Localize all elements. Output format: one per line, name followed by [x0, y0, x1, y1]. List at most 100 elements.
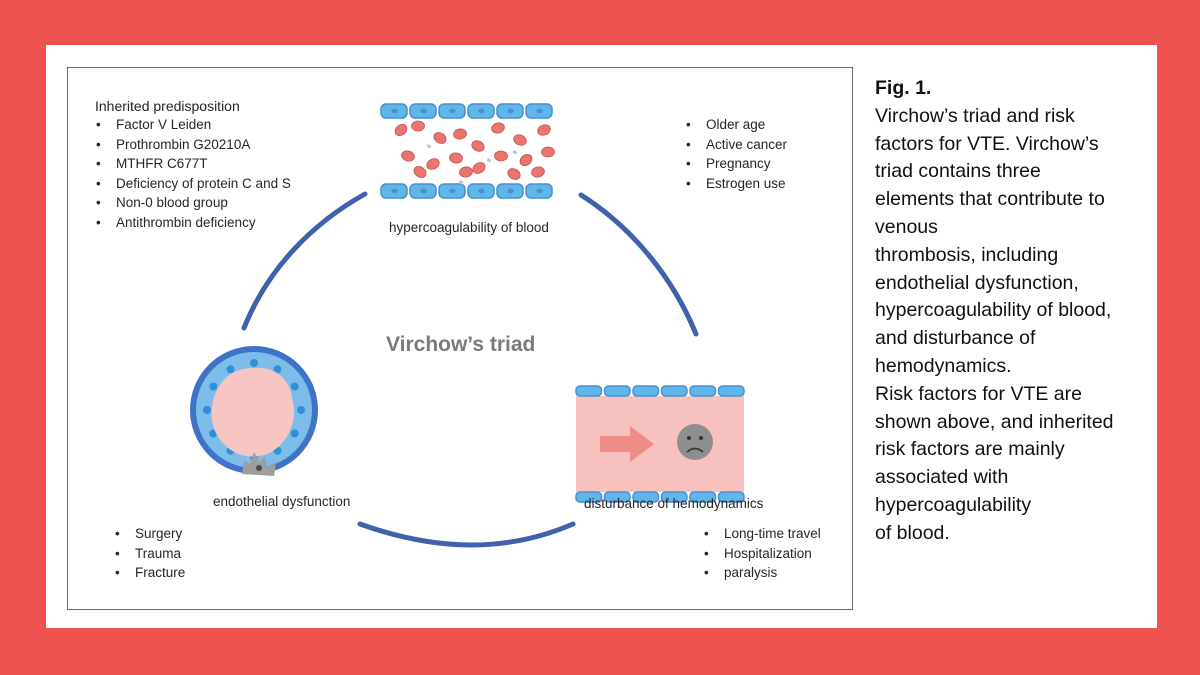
list-item: Surgery — [114, 524, 185, 544]
cell-nucleus — [507, 188, 514, 194]
red-blood-cell — [459, 166, 473, 178]
caption-line: of blood. — [875, 521, 950, 544]
list-item: Non-0 blood group — [95, 193, 291, 213]
vessel-cross-section-icon — [190, 346, 318, 476]
figure-caption: Fig. 1. Virchow’s triad and risk factors… — [875, 75, 1150, 548]
red-blood-cell — [507, 168, 521, 180]
list-item: Estrogen use — [685, 174, 787, 194]
cell-nucleus — [203, 406, 211, 414]
red-blood-cell — [537, 124, 551, 136]
platelet — [512, 149, 518, 155]
red-blood-cell — [401, 150, 415, 162]
red-blood-cell — [433, 132, 447, 144]
cell-nucleus — [536, 108, 543, 114]
arc-left-to-top — [241, 191, 368, 331]
cell-nucleus — [290, 429, 299, 438]
red-blood-cell — [449, 152, 463, 164]
vessel-cell — [689, 491, 717, 503]
cell-nucleus — [449, 108, 456, 114]
list-item: Hospitalization — [703, 544, 821, 564]
vessel-wall-upper — [380, 103, 553, 119]
list-item: Trauma — [114, 544, 185, 564]
red-blood-cell — [471, 140, 485, 152]
list-item: Prothrombin G20210A — [95, 135, 291, 155]
sad-face-icon — [677, 424, 713, 460]
vessel-cell — [603, 491, 631, 503]
cell-nucleus — [420, 188, 427, 194]
flow-arrow-icon — [600, 426, 654, 462]
list-item: Factor V Leiden — [95, 115, 291, 135]
vessel-wall-upper — [575, 385, 745, 397]
cell-nucleus — [391, 108, 398, 114]
diagram-frame: Inherited predisposition Factor V Leiden… — [67, 67, 853, 610]
caption-line: hypercoagulability — [875, 493, 1032, 516]
node-label-endothelial-dysfunction: endothelial dysfunction — [213, 494, 351, 509]
acquired-factors-list-bottom-right: Long-time travel Hospitalization paralys… — [703, 524, 821, 583]
cell-nucleus — [478, 108, 485, 114]
platelet — [458, 179, 464, 185]
virchow-triad-diagram — [190, 103, 745, 548]
caption-line: Risk factors for VTE are — [875, 382, 1082, 405]
red-blood-cells — [394, 120, 555, 180]
caption-line: venous — [875, 215, 938, 238]
damaged-cell-icon — [242, 452, 276, 476]
list-item: Antithrombin deficiency — [95, 213, 291, 233]
cell-nucleus — [536, 188, 543, 194]
vessel-lumen — [211, 367, 294, 457]
caption-line: hypercoagulability of blood, — [875, 299, 1112, 322]
platelet — [426, 144, 432, 149]
inherited-predisposition-list: Inherited predisposition Factor V Leiden… — [95, 98, 291, 232]
caption-heading: Fig. 1. — [875, 77, 932, 99]
list-item: Active cancer — [685, 135, 787, 155]
vessel-cell — [660, 385, 688, 397]
blood-flow-vessel-icon — [575, 385, 745, 503]
red-blood-cell — [541, 146, 555, 158]
vessel-cell — [603, 385, 631, 397]
inherited-title: Inherited predisposition — [95, 98, 240, 114]
caption-line: and disturbance of — [875, 327, 1036, 350]
list-item: MTHFR C677T — [95, 154, 291, 174]
red-blood-cell — [531, 166, 545, 178]
caption-line: thrombosis, including — [875, 243, 1059, 266]
acquired-factors-list-bottom-left: Surgery Trauma Fracture — [114, 524, 185, 583]
list-item: Deficiency of protein C and S — [95, 174, 291, 194]
caption-line: associated with — [875, 466, 1009, 489]
red-blood-cell — [491, 122, 505, 134]
red-blood-cell — [453, 128, 467, 140]
cell-nucleus — [273, 365, 282, 374]
caption-line: elements that contribute to — [875, 188, 1105, 211]
vessel-wall-lower — [380, 183, 553, 199]
red-blood-cell — [411, 120, 425, 132]
list-item: Fracture — [114, 563, 185, 583]
red-blood-cell — [494, 150, 508, 162]
diagram-center-title: Virchow’s triad — [386, 333, 536, 356]
caption-line: triad contains three — [875, 160, 1041, 183]
triad-arcs — [241, 191, 699, 548]
caption-line: Virchow’s triad and risk — [875, 104, 1075, 127]
cell-nucleus — [297, 406, 305, 414]
vessel-cell — [632, 385, 660, 397]
red-blood-cell — [413, 166, 427, 178]
red-blood-cell — [513, 134, 527, 146]
caption-line: risk factors are mainly — [875, 438, 1065, 461]
platelet — [486, 157, 492, 163]
cell-nucleus — [391, 188, 398, 194]
arc-left-to-right — [357, 521, 576, 548]
cell-nucleus — [420, 108, 427, 114]
cell-nucleus — [290, 382, 299, 391]
node-label-hemodynamics: disturbance of hemodynamics — [584, 496, 764, 511]
list-item: paralysis — [703, 563, 821, 583]
arc-top-to-right — [578, 192, 699, 337]
caption-line: hemodynamics. — [875, 354, 1012, 377]
node-label-hypercoagulability: hypercoagulability of blood — [389, 220, 549, 235]
cell-nucleus — [226, 365, 235, 374]
vessel-cell — [717, 491, 745, 503]
red-blood-cell — [426, 158, 440, 170]
red-blood-cell — [519, 153, 533, 167]
inherited-items: Factor V Leiden Prothrombin G20210A MTHF… — [95, 115, 291, 232]
figure-panel: Inherited predisposition Factor V Leiden… — [46, 45, 1157, 628]
vessel-wall-lower — [575, 491, 745, 503]
acquired-factors-list-top-right: Older age Active cancer Pregnancy Estrog… — [685, 115, 787, 193]
caption-line: shown above, and inherited — [875, 410, 1114, 433]
vessel-cell — [717, 385, 745, 397]
